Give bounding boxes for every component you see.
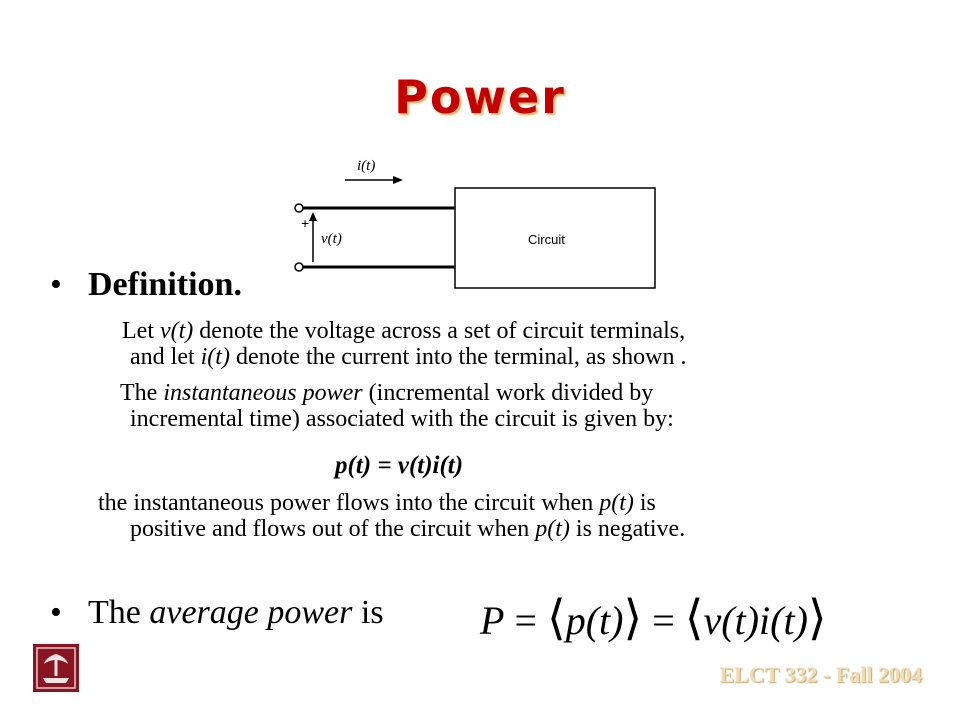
current-label: i(t) [357,158,375,174]
circuit-box [454,187,656,289]
average-power-text: The average power is [88,594,384,631]
plus-label: + [301,215,309,231]
paragraph-definition: Let v(t) denote the voltage across a set… [122,318,687,370]
voltage-label: v(t) [321,231,342,247]
left-angle-bracket: ⟨ [547,592,566,645]
current-arrowhead [393,176,403,184]
terminal-top [294,203,304,213]
paragraph-power-flow: the instantaneous power flows into the c… [98,490,686,542]
terminal-bottom [294,262,304,272]
footer-course-label: ELCT 332 - Fall 2004 [719,662,922,687]
average-power-formula: P = ⟨p(t)⟩ = ⟨v(t)i(t)⟩ [480,592,827,645]
university-logo [33,644,79,692]
definition-heading: Definition. [88,266,242,303]
left-angle-bracket: ⟨ [684,592,704,645]
circuit-box-label: Circuit [528,232,565,247]
power-formula: p(t) = v(t)i(t) [335,452,464,479]
slide-title: Power [394,70,566,124]
right-angle-bracket: ⟩ [623,592,643,645]
bullet-marker: • [50,266,62,303]
bullet-marker: • [50,594,62,631]
voltage-arrowhead [309,212,317,221]
paragraph-instantaneous-power: The instantaneous power (incremental wor… [120,380,674,432]
right-angle-bracket: ⟩ [807,592,827,645]
circuit-diagram: i(t) + v(t) Circuit [294,158,656,289]
